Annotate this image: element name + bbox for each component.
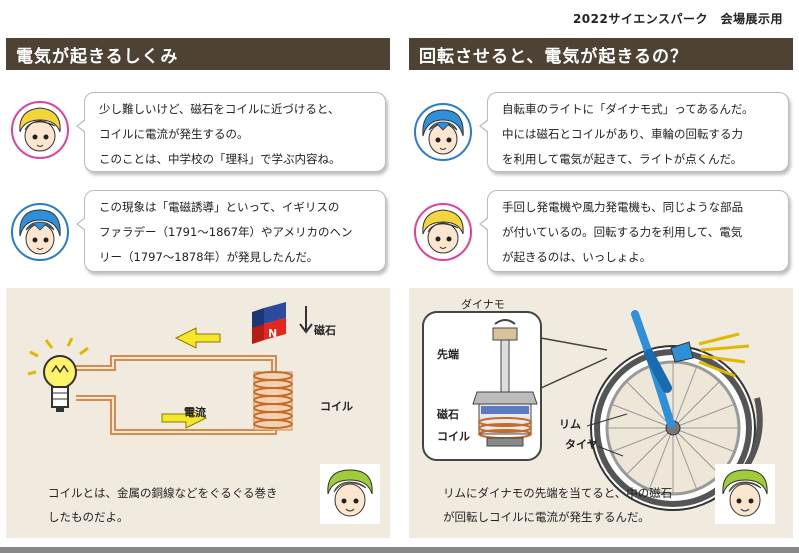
coil-label: コイル: [320, 400, 353, 413]
coil-icon: [253, 371, 293, 431]
bubble-line: が付いているの。回転する力を利用して、電気: [502, 225, 743, 239]
magnet-label: 磁石: [437, 408, 459, 421]
caption-line: が回転しコイルに電流が発生するんだ。: [443, 510, 650, 524]
girl-avatar-icon: [414, 203, 472, 261]
bubble-line: コイルに電流が発生するの。: [99, 127, 249, 141]
fork-icon: [631, 310, 675, 428]
bubble-line: ファラデー（1791〜1867年）やアメリカのヘン: [99, 225, 353, 239]
current-arrow-right-icon: [161, 407, 208, 429]
left-speech-bubble-2: この現象は「電磁誘導」といって、イギリスの ファラデー（1791〜1867年）や…: [76, 190, 386, 272]
current-arrow-left-icon: [174, 327, 221, 349]
bubble-line: 中には磁石とコイルがあり、車輪の回転する力: [502, 127, 744, 141]
dynamo-diagram: ダイナモ 先端 磁石 コイル リム タイヤ リムにダイナモの先端を当てると、中の…: [409, 288, 793, 538]
right-column: 回転させると、電気が起きるの？ 自転車のライトに「ダイナモ式」ってあるんだ。 中…: [409, 38, 793, 538]
bubble-line: このことは、中学校の「理科」で学ぶ内容ね。: [99, 152, 341, 166]
magnet-icon: N: [252, 302, 286, 344]
left-column: 電気が起きるしくみ 少し難しいけど、磁石をコイルに近づけると、 コイルに電流が発…: [6, 38, 390, 538]
caption-line: コイルとは、金属の銅線などをぐるぐる巻き: [48, 486, 278, 500]
right-speech-bubble-1: 自転車のライトに「ダイナモ式」ってあるんだ。 中には磁石とコイルがあり、車輪の回…: [479, 92, 789, 172]
green-hair-avatar-icon: [320, 464, 380, 524]
dynamo-label: ダイナモ: [461, 298, 505, 311]
current-label: 電流: [184, 406, 206, 419]
right-section-title: 回転させると、電気が起きるの？: [409, 38, 793, 70]
right-caption: リムにダイナモの先端を当てると、中の磁石 が回転しコイルに電流が発生するんだ。: [443, 481, 672, 529]
girl-avatar-icon: [11, 101, 69, 159]
mounted-dynamo-icon: [644, 349, 672, 393]
right-speech-bubble-2: 手回し発電機や風力発電機も、同じような部品 が付いているの。回転する力を利用して…: [479, 190, 789, 272]
left-dialog-row-2: この現象は「電磁誘導」といって、イギリスの ファラデー（1791〜1867年）や…: [6, 188, 390, 274]
bubble-line: が起きるのは、いっしょよ。: [502, 250, 652, 264]
down-arrow-icon: [299, 306, 313, 334]
exhibit-header-label: 2022サイエンスパーク 会場展示用: [572, 12, 783, 26]
magnet-pole-label: N: [268, 327, 277, 340]
tire-label: タイヤ: [565, 438, 598, 451]
bicycle-wheel-icon: [590, 345, 756, 511]
bubble-line: 手回し発電機や風力発電機も、同じような部品: [502, 200, 744, 214]
rim-label: リム: [559, 418, 581, 431]
magnet-label: 磁石: [314, 324, 336, 337]
left-caption: コイルとは、金属の銅線などをぐるぐる巻き したものだよ。: [48, 481, 278, 529]
tip-label: 先端: [437, 348, 459, 361]
left-dialog-row-1: 少し難しいけど、磁石をコイルに近づけると、 コイルに電流が発生するの。 このこと…: [6, 90, 390, 172]
bubble-line: 自転車のライトに「ダイナモ式」ってあるんだ。: [502, 102, 754, 116]
coil-label: コイル: [437, 430, 470, 443]
boy-avatar-icon: [11, 203, 69, 261]
headlamp-icon: [670, 332, 750, 378]
left-speech-bubble-1: 少し難しいけど、磁石をコイルに近づけると、 コイルに電流が発生するの。 このこと…: [76, 92, 386, 172]
bubble-line: この現象は「電磁誘導」といって、イギリスの: [99, 200, 340, 214]
bubble-line: 少し難しいけど、磁石をコイルに近づけると、: [99, 102, 340, 116]
electromagnetic-induction-diagram: N 磁石 コイル 電流 コイルとは、金属の銅線などをぐるぐる巻き したものだよ。: [6, 288, 390, 538]
light-bulb-icon: [27, 337, 89, 412]
bubble-line: リー（1797〜1878年）が発見したんだ。: [99, 250, 319, 264]
caption-line: リムにダイナモの先端を当てると、中の磁石: [443, 486, 673, 500]
green-hair-avatar-icon: [715, 464, 775, 524]
caption-line: したものだよ。: [48, 510, 129, 524]
dynamo-illustration: [422, 310, 763, 511]
right-dialog-row-2: 手回し発電機や風力発電機も、同じような部品 が付いているの。回転する力を利用して…: [409, 188, 793, 274]
boy-avatar-icon: [414, 103, 472, 161]
left-section-title: 電気が起きるしくみ: [6, 38, 390, 70]
page-bottom-border: [0, 547, 799, 553]
right-dialog-row-1: 自転車のライトに「ダイナモ式」ってあるんだ。 中には磁石とコイルがあり、車輪の回…: [409, 90, 793, 172]
induction-circuit-illustration: N: [27, 302, 313, 435]
dynamo-cutaway-icon: [422, 311, 608, 461]
bubble-line: を利用して電気が起きて、ライトが点くんだ。: [502, 152, 743, 166]
